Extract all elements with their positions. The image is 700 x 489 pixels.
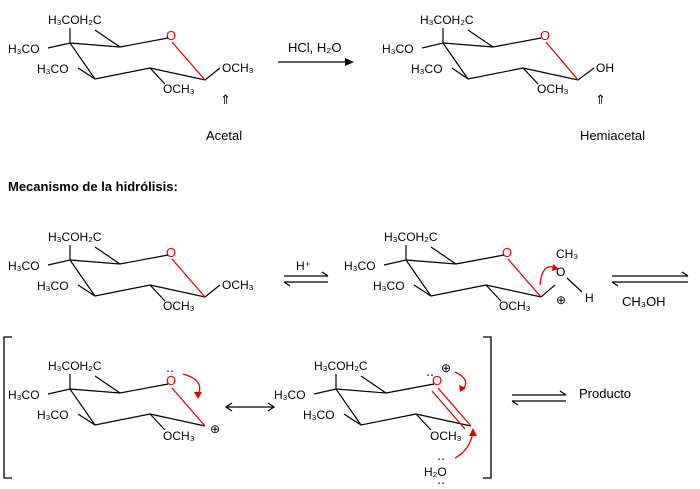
equilibrium-reverse-3 — [511, 400, 566, 406]
water-label: H₂O — [424, 465, 447, 479]
bracket-right — [483, 336, 492, 479]
oxonium-charge: ⊕ — [441, 361, 451, 375]
h3co-label: H₃CO — [8, 42, 40, 56]
och3-anomeric-label: OCH₃ — [222, 61, 254, 75]
acetal-pointer-arrow: ⇑ — [220, 92, 231, 107]
acetal-molecule: H₃COH₂C H₃CO H₃CO OCH₃ OCH₃ O — [8, 13, 254, 96]
ring-oxygen: O — [166, 373, 176, 388]
och3-lower-label: OCH₃ — [163, 299, 195, 313]
oxocarbenium-form: H₃COH₂C H₃CO H₃CO OCH₃ O ⊕ ‥ ‥ H₂O ‥ — [274, 359, 477, 487]
ring-oxygen: O — [540, 28, 550, 43]
mechanism-title: Mecanismo de la hidrólisis: — [8, 179, 178, 194]
h-label: H — [585, 291, 594, 305]
product-label: Producto — [579, 386, 631, 401]
bracket-left — [3, 336, 12, 479]
h3co-ring-label: H₃CO — [37, 62, 69, 76]
h3co-label: H₃CO — [344, 259, 376, 273]
h3co-ring-label: H₃CO — [37, 279, 69, 293]
curved-arrowhead-2 — [194, 392, 202, 399]
curved-arrow-2 — [182, 373, 201, 396]
h3co-label: H₃CO — [8, 388, 40, 402]
acetal-label: Acetal — [206, 128, 242, 143]
equilibrium-reverse-2 — [611, 281, 688, 287]
ring-oxygen: O — [166, 245, 176, 260]
lone-pair: ‥ — [166, 361, 174, 375]
lone-pair: ‥ — [426, 365, 434, 379]
equilibrium-reverse — [283, 281, 328, 287]
oxonium-charge: ⊕ — [556, 293, 566, 307]
h3co-label: H₃CO — [382, 42, 414, 56]
forward-arrowhead — [345, 58, 354, 66]
hemiacetal-pointer-arrow: ⇑ — [595, 92, 606, 107]
h3coh2c-label: H₃COH₂C — [314, 359, 368, 373]
equilibrium-forward-3 — [512, 390, 567, 396]
h3coh2c-label: H₃COH₂C — [48, 359, 102, 373]
proton-label: H⁺ — [296, 259, 311, 273]
och3-anomeric-label: OCH₃ — [222, 278, 254, 292]
h3co-ring-label: H₃CO — [373, 279, 405, 293]
reagent-label: HCl, H₂O — [288, 40, 341, 55]
equilibrium-forward — [284, 271, 329, 277]
curved-arrowhead-3 — [459, 385, 466, 392]
curved-arrowhead-4 — [469, 428, 477, 436]
protonated-acetal: H₃COH₂C H₃CO H₃CO OCH₃ O O CH₃ CH₃ H ⊕ — [344, 230, 594, 313]
carbocation-charge: ⊕ — [210, 422, 220, 436]
h3coh2c-label: H₃COH₂C — [48, 230, 102, 244]
och3-lower-label: OCH₃ — [499, 299, 531, 313]
h3co-ring-label: H₃CO — [303, 408, 335, 422]
och3-lower-label: OCH₃ — [163, 429, 195, 443]
h3co-label: H₃CO — [8, 259, 40, 273]
h3co-ring-label: H₃CO — [411, 62, 443, 76]
ring-oxygen: O — [166, 28, 176, 43]
h3co-ring-label: H₃CO — [37, 408, 69, 422]
oh-label: OH — [596, 61, 614, 75]
ring-oxygen: O — [502, 245, 512, 260]
h3coh2c-label: H₃COH₂C — [384, 230, 438, 244]
hemiacetal-molecule: H₃COH₂C H₃CO H₃CO OCH₃ OH O — [382, 13, 614, 96]
water-lone-pair: ‥ — [437, 449, 445, 463]
h3co-label: H₃CO — [274, 388, 306, 402]
och3-lower-label: OCH₃ — [430, 429, 462, 443]
hemiacetal-label: Hemiacetal — [580, 128, 645, 143]
ch3-on-oxygen: CH₃ — [556, 247, 578, 261]
carbocation-form: H₃COH₂C H₃CO H₃CO OCH₃ O ‥ ⊕ — [8, 359, 220, 443]
curved-arrowhead-1 — [552, 264, 559, 271]
mechanism-acetal: H₃COH₂C H₃CO H₃CO OCH₃ OCH₃ O — [8, 230, 254, 313]
methanol-label: CH₃OH — [622, 294, 666, 309]
equilibrium-forward-2 — [612, 271, 689, 277]
h3coh2c-label: H₃COH₂C — [420, 13, 474, 27]
water-lone-pair-2: ‥ — [437, 473, 445, 487]
och3-lower-label: OCH₃ — [163, 82, 195, 96]
ring-oxygen: O — [432, 373, 442, 388]
h3coh2c-label: H₃COH₂C — [48, 13, 102, 27]
o-protonated: O — [556, 265, 565, 279]
resonance-arrow — [224, 402, 276, 412]
och3-lower-label: OCH₃ — [537, 82, 569, 96]
